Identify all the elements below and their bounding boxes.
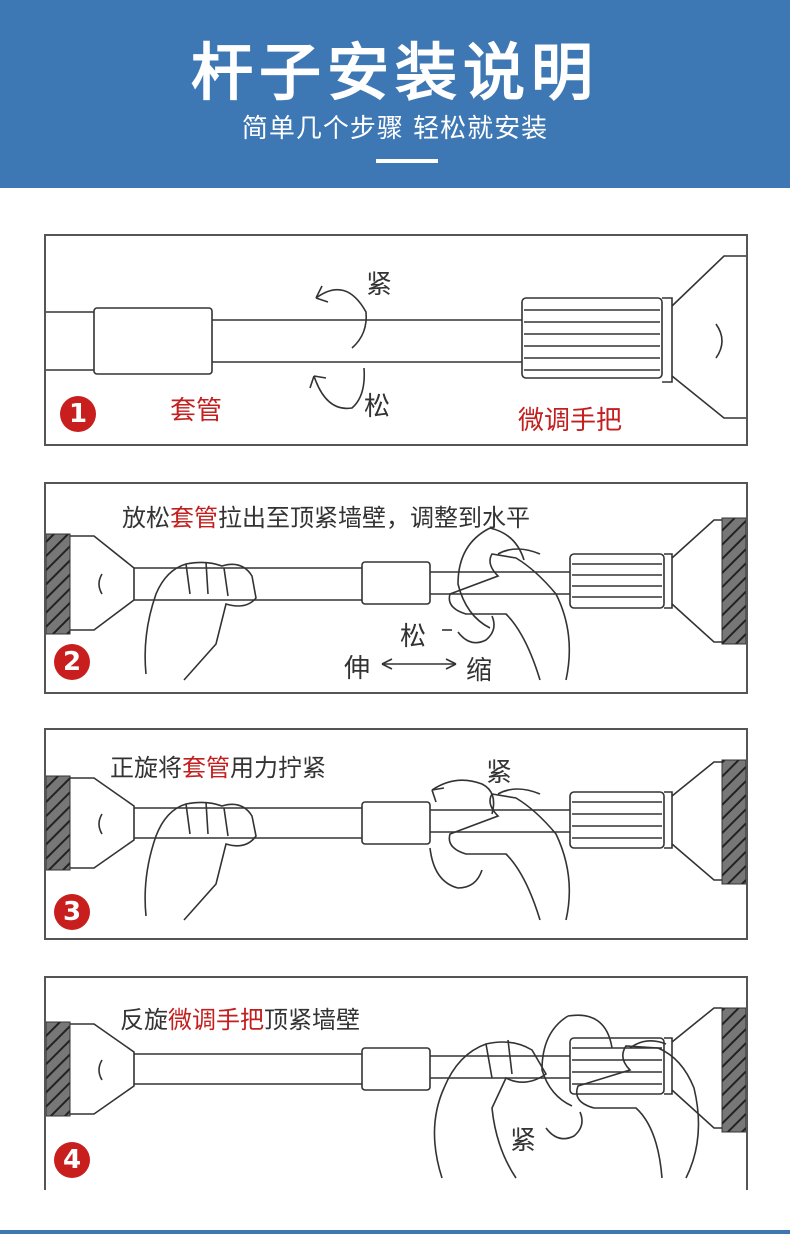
step-4-instruction: 反旋微调手把顶紧墙壁 [120, 1000, 360, 1035]
instruction-pre: 反旋 [120, 1006, 168, 1034]
step-number-badge: 1 [60, 396, 96, 432]
instruction-post: 用力拧紧 [230, 754, 326, 782]
label-shrink: 缩 [466, 656, 493, 686]
step-2-illustration [46, 517, 746, 681]
instruction-highlight: 套管 [182, 754, 230, 782]
step-2-panel: 放松套管拉出至顶紧墙壁，调整到水平 松 伸 缩 2 [44, 482, 748, 694]
step-1-illustration [46, 255, 746, 419]
label-tighten: 紧 [486, 758, 513, 788]
step-number-badge: 4 [54, 1142, 90, 1178]
step-2-instruction: 放松套管拉出至顶紧墙壁，调整到水平 [122, 498, 530, 533]
step-1-panel: 紧 松 套管 微调手把 1 [44, 234, 748, 446]
header-banner: 杆子安装说明 简单几个步骤 轻松就安装 [0, 0, 790, 188]
label-loosen: 松 [400, 622, 427, 652]
instruction-post: 顶紧墙壁 [264, 1006, 360, 1034]
step-number-badge: 2 [54, 644, 90, 680]
page-title: 杆子安装说明 [190, 36, 599, 109]
step-4-panel: 反旋微调手把顶紧墙壁 紧 4 [44, 976, 748, 1190]
instruction-pre: 放松 [122, 504, 170, 532]
step-3-panel: 正旋将套管用力拧紧 紧 3 [44, 728, 748, 940]
step-3-illustration [46, 759, 746, 921]
label-sleeve: 套管 [170, 396, 223, 426]
label-extend: 伸 [344, 654, 371, 684]
label-tighten: 紧 [510, 1126, 537, 1156]
instruction-highlight: 微调手把 [168, 1006, 264, 1034]
instruction-highlight: 套管 [170, 504, 218, 532]
page-subtitle: 简单几个步骤 轻松就安装 [241, 114, 549, 144]
instruction-pre: 正旋将 [110, 754, 182, 782]
label-loosen: 松 [364, 392, 391, 422]
step-number-badge: 3 [54, 894, 90, 930]
footer-bar [0, 1230, 790, 1234]
title-divider [376, 159, 438, 163]
label-tighten: 紧 [366, 270, 393, 300]
label-fine-tune-handle: 微调手把 [518, 406, 623, 436]
instruction-post: 拉出至顶紧墙壁，调整到水平 [218, 504, 530, 532]
step-4-illustration [46, 1007, 746, 1179]
step-3-instruction: 正旋将套管用力拧紧 [110, 748, 326, 783]
